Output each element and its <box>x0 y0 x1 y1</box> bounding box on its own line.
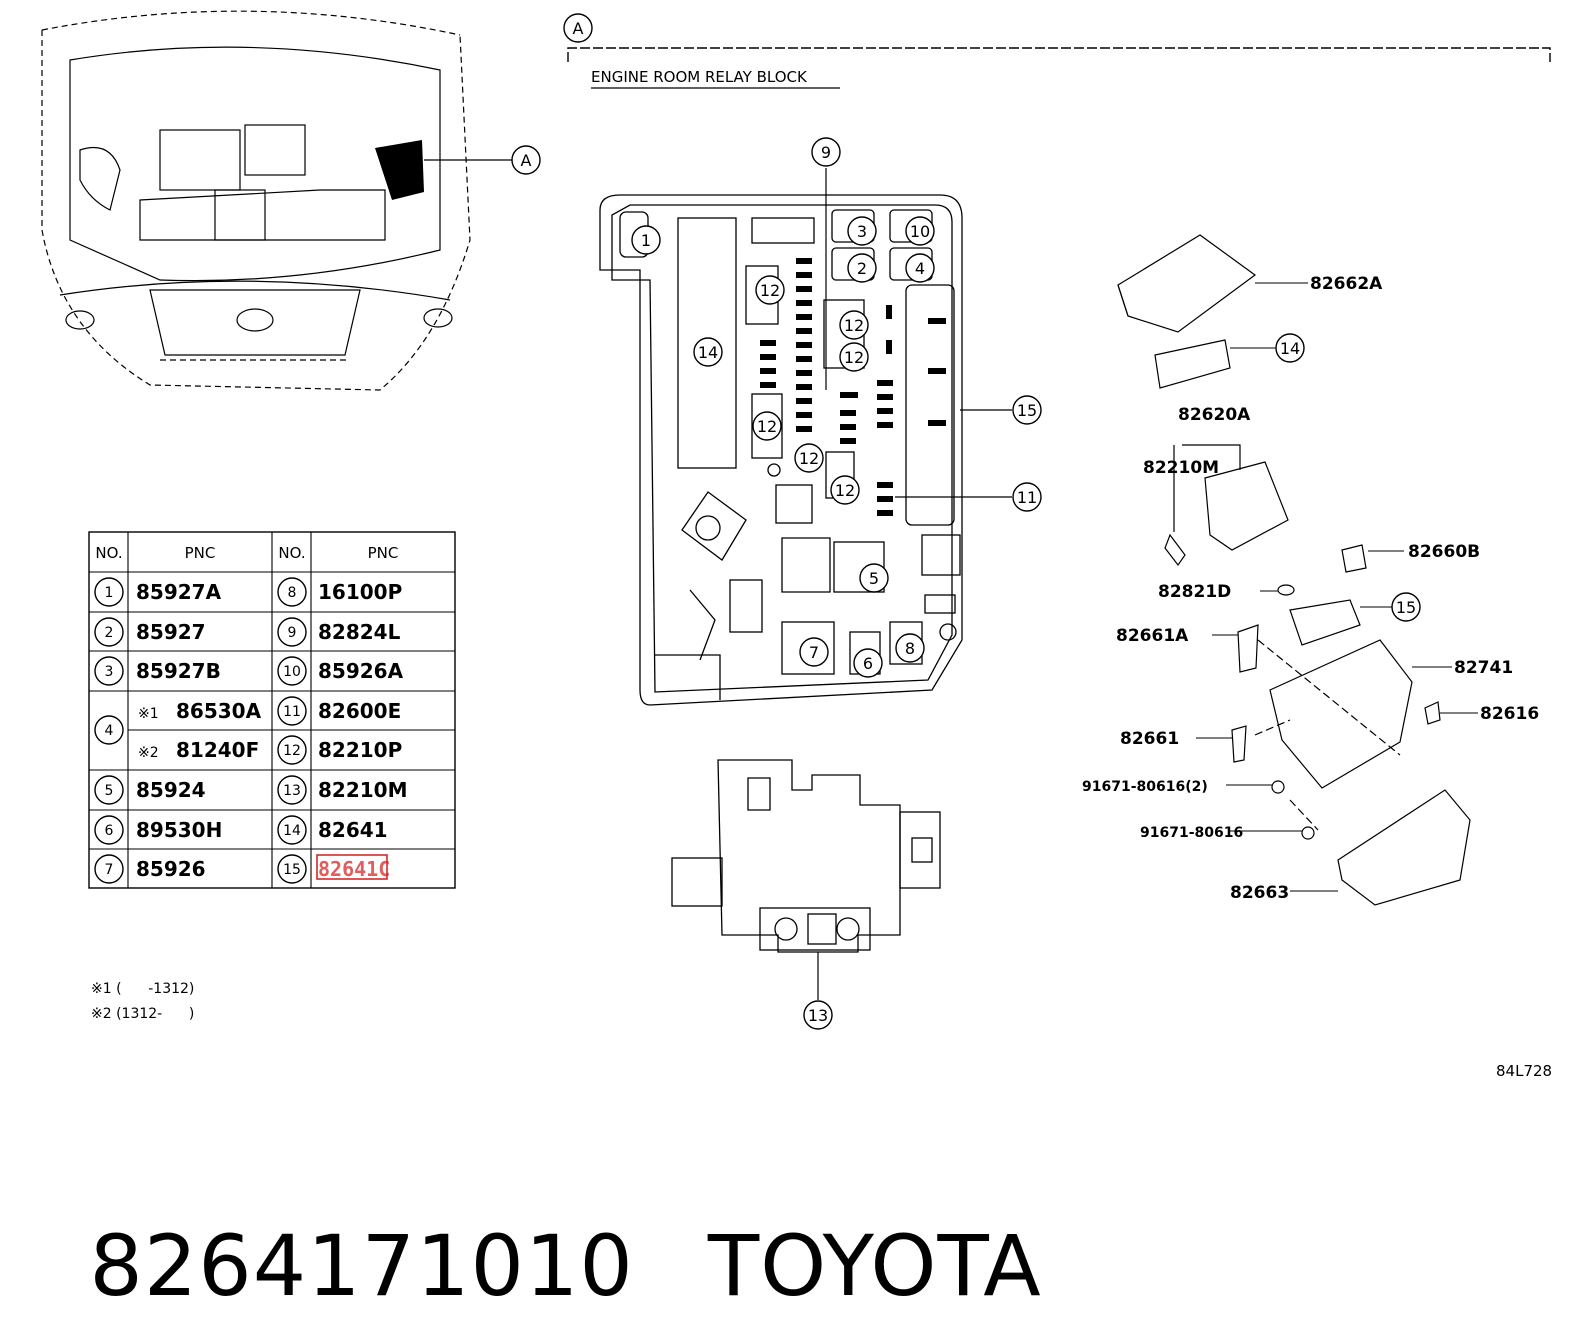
svg-text:3: 3 <box>105 664 114 680</box>
svg-text:82663: 82663 <box>1230 883 1289 903</box>
svg-text:12: 12 <box>757 417 777 436</box>
svg-text:※1: ※1 <box>138 706 159 722</box>
svg-text:91671-80616: 91671-80616 <box>1140 825 1243 841</box>
exploded-parts-leaders <box>1196 282 1478 892</box>
svg-text:91671-80616(2): 91671-80616(2) <box>1082 779 1208 795</box>
svg-text:14: 14 <box>1280 339 1300 358</box>
svg-text:82741: 82741 <box>1454 658 1513 678</box>
pnc-10: 85926A <box>318 659 404 683</box>
svg-text:2: 2 <box>105 625 114 641</box>
vehicle-engine-bay-illustration <box>41 10 471 391</box>
svg-text:13: 13 <box>808 1006 828 1025</box>
svg-text:5: 5 <box>105 783 114 799</box>
svg-text:12: 12 <box>760 281 780 300</box>
pnc-5: 85924 <box>136 778 206 802</box>
svg-text:12: 12 <box>799 449 819 468</box>
svg-text:15: 15 <box>1017 401 1037 420</box>
connector-block-drawing <box>671 759 941 953</box>
svg-text:10: 10 <box>283 664 301 680</box>
caption-part-number: 8264171010 <box>89 1217 634 1315</box>
svg-text:12: 12 <box>835 481 855 500</box>
footnotes: ※1 ( -1312) ※2 (1312- ) <box>91 981 194 1022</box>
svg-text:82821D: 82821D <box>1158 582 1231 602</box>
section-title: ENGINE ROOM RELAY BLOCK <box>591 68 808 86</box>
exploded-part-labels: 82662A 82620A 82210M 82660B 82821D 82661… <box>1082 274 1539 903</box>
exploded-parts-drawing <box>1117 234 1471 906</box>
relay-block-outer-callout-circles: 9 15 11 <box>811 137 1042 512</box>
svg-text:82661: 82661 <box>1120 729 1179 749</box>
svg-text:A: A <box>521 151 532 170</box>
header-no: NO. <box>95 544 122 562</box>
svg-text:8: 8 <box>905 639 915 658</box>
svg-text:82210M: 82210M <box>1143 458 1219 478</box>
svg-text:15: 15 <box>283 862 301 878</box>
svg-text:15: 15 <box>1396 598 1416 617</box>
svg-text:82620A: 82620A <box>1178 405 1251 425</box>
pnc-14: 82641 <box>318 818 388 842</box>
pnc-2: 85927 <box>136 620 206 644</box>
svg-text:※2 (1312- ): ※2 (1312- ) <box>91 1006 194 1022</box>
svg-text:1: 1 <box>641 231 651 250</box>
relay-block-location-marker <box>375 140 424 200</box>
relay-block-slot-marks <box>760 258 946 516</box>
pnc-7: 85926 <box>136 857 206 881</box>
exploded-callouts: 14 15 <box>1275 333 1421 622</box>
svg-text:14: 14 <box>283 823 301 839</box>
pnc-15-highlighted[interactable]: 82641C <box>318 857 390 881</box>
pnc-4a: 86530A <box>176 699 262 723</box>
svg-text:A: A <box>573 19 584 38</box>
relay-block-outer-callouts <box>825 168 1012 498</box>
header-pnc: PNC <box>185 544 216 562</box>
pnc-6: 89530H <box>136 818 222 842</box>
svg-text:14: 14 <box>698 343 718 362</box>
svg-text:6: 6 <box>105 823 114 839</box>
svg-text:82660B: 82660B <box>1408 542 1480 562</box>
section-a-marker-small: A <box>511 145 541 175</box>
callout-13: 13 <box>803 1000 833 1030</box>
section-a-marker: A <box>563 13 593 43</box>
pnc-1: 85927A <box>136 580 222 604</box>
pnc-table: NO. PNC NO. PNC 1 2 3 4 5 6 7 85927A 859… <box>88 531 456 889</box>
svg-text:13: 13 <box>283 783 301 799</box>
svg-text:※2: ※2 <box>138 745 159 761</box>
svg-text:3: 3 <box>857 222 867 241</box>
pnc-13: 82210M <box>318 778 407 802</box>
svg-text:82661A: 82661A <box>1116 626 1189 646</box>
svg-text:11: 11 <box>283 704 301 720</box>
caption-brand: TOYOTA <box>707 1217 1042 1315</box>
illustration-code: 84L728 <box>1496 1062 1552 1080</box>
svg-text:82616: 82616 <box>1480 704 1539 724</box>
header-no-2: NO. <box>278 544 305 562</box>
svg-text:4: 4 <box>915 259 925 278</box>
svg-text:9: 9 <box>821 143 831 162</box>
svg-text:11: 11 <box>1017 488 1037 507</box>
pnc-9: 82824L <box>318 620 401 644</box>
svg-text:9: 9 <box>288 625 297 641</box>
svg-text:※1 ( -1312): ※1 ( -1312) <box>91 981 194 997</box>
svg-text:4: 4 <box>105 723 114 739</box>
highlighted-pnc-box <box>316 854 388 880</box>
header-pnc-2: PNC <box>368 544 399 562</box>
svg-text:2: 2 <box>857 259 867 278</box>
pnc-3: 85927B <box>136 659 221 683</box>
svg-text:12: 12 <box>283 743 301 759</box>
svg-text:12: 12 <box>844 316 864 335</box>
pnc-4b: 81240F <box>176 738 259 762</box>
svg-text:1: 1 <box>105 585 114 601</box>
svg-text:7: 7 <box>809 643 819 662</box>
relay-block-inner-callouts: 1 3 10 2 4 12 12 12 12 12 12 14 5 7 6 8 <box>631 216 935 678</box>
svg-text:7: 7 <box>105 862 114 878</box>
svg-text:5: 5 <box>869 569 879 588</box>
svg-text:82662A: 82662A <box>1310 274 1383 294</box>
svg-text:8: 8 <box>288 585 297 601</box>
pnc-12: 82210P <box>318 738 402 762</box>
svg-text:12: 12 <box>844 348 864 367</box>
svg-text:6: 6 <box>863 654 873 673</box>
pnc-11: 82600E <box>318 699 401 723</box>
svg-text:10: 10 <box>910 222 930 241</box>
pnc-8: 16100P <box>318 580 402 604</box>
